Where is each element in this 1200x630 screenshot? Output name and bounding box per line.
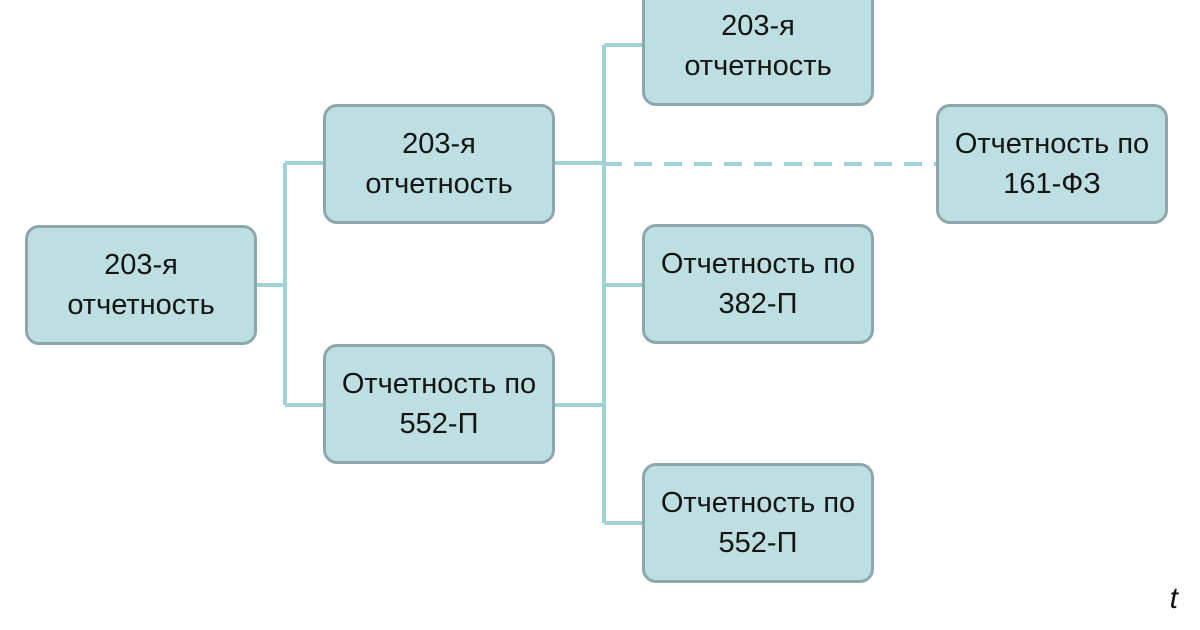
node-level1-top-label: 203-я отчетность [365, 128, 513, 200]
node-level2-third[interactable]: Отчетность по 552-П [642, 463, 874, 583]
node-level2-second-label: Отчетность по 382-П [660, 248, 856, 320]
node-level2-third-label: Отчетность по 552-П [660, 487, 856, 559]
node-level2-first-label: 203-я отчетность [684, 10, 832, 82]
node-side-dashed[interactable]: Отчетность по 161-ФЗ [936, 104, 1168, 224]
node-level2-first[interactable]: 203-я отчетность [642, 0, 874, 106]
node-level1-bottom-label: Отчетность по 552-П [341, 368, 537, 440]
node-level1-bottom[interactable]: Отчетность по 552-П [323, 344, 555, 464]
node-side-dashed-label: Отчетность по 161-ФЗ [954, 128, 1150, 200]
node-level1-top[interactable]: 203-я отчетность [323, 104, 555, 224]
corner-mark: t [1169, 582, 1178, 615]
node-root-label: 203-я отчетность [67, 249, 215, 321]
node-root[interactable]: 203-я отчетность [25, 225, 257, 345]
node-level2-second[interactable]: Отчетность по 382-П [642, 224, 874, 344]
